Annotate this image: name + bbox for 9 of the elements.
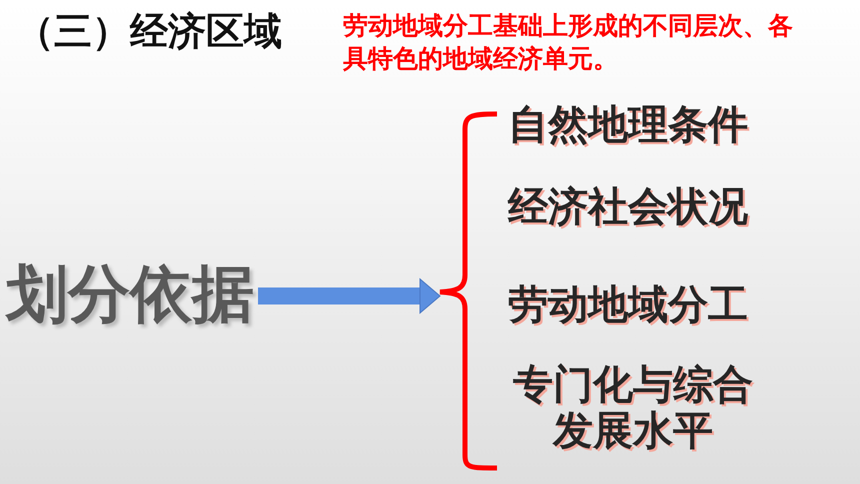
curly-brace [438,110,500,472]
definition-text: 劳动地域分工基础上形成的不同层次、各具特色的地域经济单元。 [343,10,794,74]
criterion-label: 经济社会状况 [492,184,764,230]
criterion-label: 专门化与综合发展水平 [503,362,763,454]
topic-label: 划分依据 [6,252,254,336]
block-arrow [258,278,440,314]
slide-title: （三）经济区域 [16,8,282,55]
criterion-label: 自然地理条件 [492,102,764,148]
criterion-label: 劳动地域分工 [492,282,764,328]
